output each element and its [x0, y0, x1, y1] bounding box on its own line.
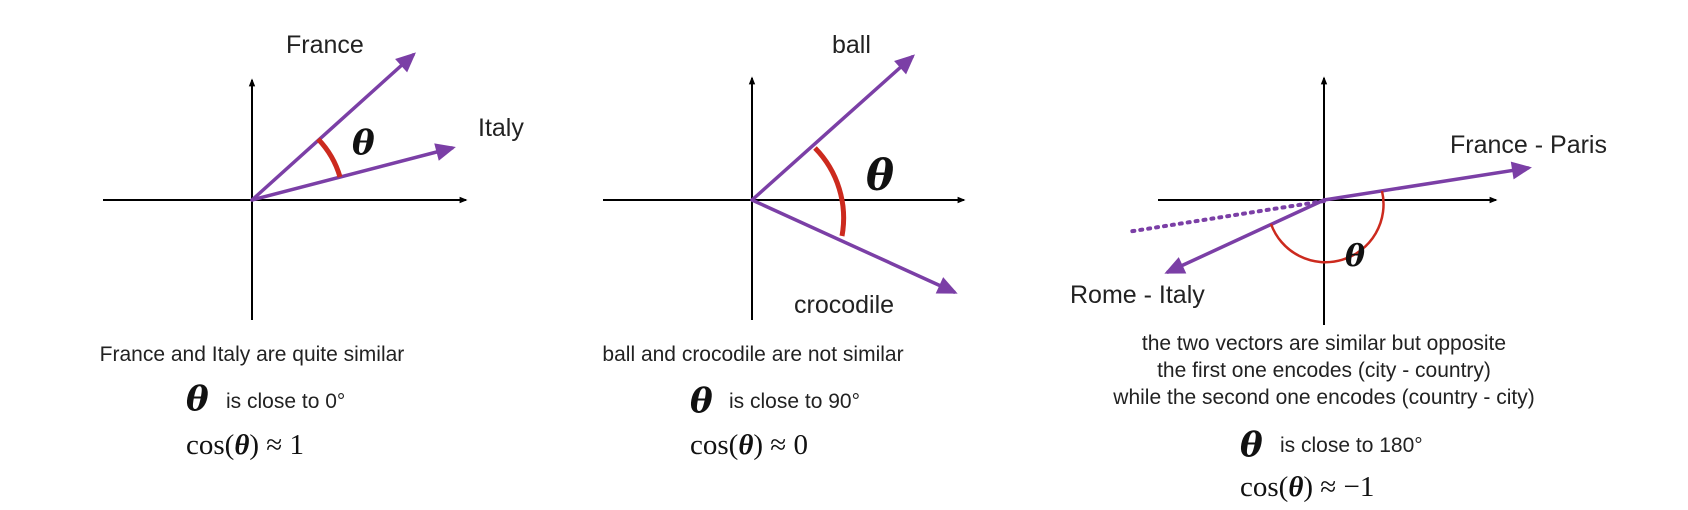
- theta-symbol: θ: [690, 381, 713, 421]
- vector-italy: [250, 143, 456, 202]
- vector-crocodile: [750, 198, 958, 294]
- formula-fn: cos(: [1240, 471, 1288, 503]
- caption-line: the first one encodes (city - country): [1157, 359, 1491, 382]
- panel-orthogonal: θ ball crocodile ball and crocodile are …: [602, 31, 966, 461]
- vector-extension-dotted: [1125, 199, 1326, 234]
- vector-label-ball: ball: [832, 31, 871, 59]
- angle-arc: [1269, 190, 1385, 264]
- caption-line: ball and crocodile are not similar: [602, 343, 903, 366]
- cosine-formula: cos(θ) ≈ 1: [186, 429, 304, 461]
- caption-line: while the second one encodes (country - …: [1112, 386, 1534, 409]
- vector-france-paris: [1322, 161, 1532, 202]
- formula-rest: ) ≈ 1: [249, 429, 304, 461]
- theta-symbol: θ: [1345, 239, 1365, 274]
- theta-symbol: θ: [866, 151, 894, 200]
- theta-symbol: θ: [186, 379, 209, 419]
- angle-arc: [813, 146, 847, 237]
- cosine-formula: cos(θ) ≈ −1: [1240, 471, 1374, 503]
- angle-arc: [316, 137, 343, 178]
- angle-statement: is close to 0°: [226, 390, 345, 413]
- vector-label-france-paris: France - Paris: [1450, 131, 1607, 159]
- vector-rome-italy: [1164, 198, 1326, 274]
- panel-opposite: θ France - Paris Rome - Italy the two ve…: [1070, 76, 1607, 503]
- formula-rest: ) ≈ 0: [753, 429, 808, 461]
- formula-symbol: θ: [234, 429, 249, 461]
- vector-label-crocodile: crocodile: [794, 291, 894, 319]
- formula-symbol: θ: [1288, 471, 1303, 503]
- caption-line: France and Italy are quite similar: [100, 343, 405, 366]
- panel-similar: θ France Italy France and Italy are quit…: [100, 31, 525, 461]
- vector-label-rome-italy: Rome - Italy: [1070, 281, 1205, 309]
- theta-symbol: θ: [352, 123, 375, 163]
- formula-fn: cos(: [186, 429, 234, 461]
- theta-symbol: θ: [1240, 425, 1263, 465]
- vector-france: [250, 52, 416, 202]
- cosine-formula: cos(θ) ≈ 0: [690, 429, 808, 461]
- angle-statement: is close to 90°: [729, 390, 860, 413]
- formula-symbol: θ: [738, 429, 753, 461]
- formula-fn: cos(: [690, 429, 738, 461]
- vector-ball: [750, 54, 915, 202]
- vector-label-france: France: [286, 31, 364, 59]
- caption-line: the two vectors are similar but opposite: [1142, 332, 1506, 355]
- formula-rest: ) ≈ −1: [1303, 471, 1374, 503]
- angle-statement: is close to 180°: [1280, 434, 1423, 457]
- vector-label-italy: Italy: [478, 114, 524, 142]
